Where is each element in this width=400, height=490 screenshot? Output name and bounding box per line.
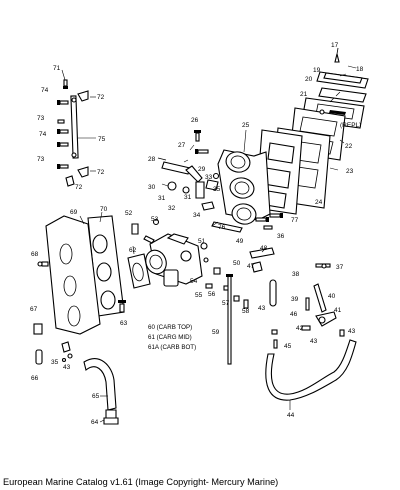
part-number-labels: 17 18 19 20 21 (REPL) 22 23 24 25 26 27 … — [30, 42, 364, 426]
label-59: 59 — [212, 329, 220, 336]
label-39: 39 — [291, 296, 299, 303]
label-30: 30 — [148, 184, 156, 191]
hose-assembly — [83, 358, 119, 425]
reed-plate-assembly — [255, 47, 369, 215]
label-52: 52 — [125, 210, 133, 217]
label-29: 29 — [198, 166, 206, 173]
label-57: 57 — [222, 300, 230, 307]
label-73a: 73 — [37, 115, 45, 122]
label-19: 19 — [313, 67, 321, 74]
label-41: 41 — [334, 307, 342, 314]
label-23: 23 — [346, 168, 354, 175]
label-72b: 72 — [97, 169, 105, 176]
lower-left-fittings — [35, 341, 73, 365]
note-carb-top: 60 (CARB TOP) — [148, 324, 192, 331]
label-repl: (REPL) — [340, 122, 361, 129]
label-74a: 74 — [41, 87, 49, 94]
label-34: 34 — [193, 212, 201, 219]
image-caption: European Marine Catalog v1.61 (Image Cop… — [3, 477, 279, 487]
label-27: 27 — [178, 142, 186, 149]
label-66: 66 — [31, 375, 39, 382]
label-67: 67 — [30, 306, 38, 313]
label-63: 63 — [120, 320, 128, 327]
label-18: 18 — [356, 66, 364, 73]
label-28: 28 — [148, 156, 156, 163]
throttle-linkage-parts — [200, 221, 275, 273]
carb-mounting-hardware — [205, 267, 249, 365]
label-76: 76 — [218, 224, 226, 231]
label-54: 54 — [190, 278, 198, 285]
label-73b: 73 — [37, 156, 45, 163]
label-21: 21 — [300, 91, 308, 98]
note-carb-mid: 61 (CARG MID) — [148, 334, 192, 341]
label-62: 62 — [129, 247, 137, 254]
label-53: 53 — [151, 216, 159, 223]
note-carb-bot: 61A (CARB BOT) — [148, 344, 196, 351]
adaptor-plate-assembly — [33, 211, 151, 335]
label-22: 22 — [345, 143, 353, 150]
exploded-parts-diagram: 17 18 19 20 21 (REPL) 22 23 24 25 26 27 … — [30, 42, 369, 426]
label-40: 40 — [328, 293, 336, 300]
label-31a: 31 — [158, 195, 166, 202]
label-50: 50 — [233, 260, 241, 267]
label-69: 69 — [70, 209, 78, 216]
label-48: 48 — [260, 245, 268, 252]
label-72a: 72 — [97, 94, 105, 101]
label-43a: 43 — [258, 305, 266, 312]
label-58: 58 — [242, 308, 250, 315]
label-43d: 43 — [63, 364, 71, 371]
label-26: 26 — [191, 117, 199, 124]
label-25: 25 — [242, 122, 250, 129]
linkage-bar-assembly — [57, 69, 96, 187]
label-65: 65 — [92, 393, 100, 400]
label-44: 44 — [287, 412, 295, 419]
label-68: 68 — [31, 251, 39, 258]
label-31b: 31 — [184, 194, 192, 201]
label-70: 70 — [100, 206, 108, 213]
label-45: 45 — [284, 343, 292, 350]
label-32: 32 — [168, 205, 176, 212]
label-71: 71 — [53, 65, 61, 72]
carburetor-assembly — [131, 218, 203, 287]
label-33: 33 — [205, 174, 213, 181]
label-75: 75 — [98, 136, 106, 143]
carburetor-notes: 60 (CARB TOP) 61 (CARG MID) 61A (CARB BO… — [148, 324, 196, 351]
fuel-tube — [265, 339, 357, 410]
right-linkage-parts — [269, 263, 345, 349]
label-43b: 43 — [348, 328, 356, 335]
label-51: 51 — [198, 238, 206, 245]
label-35a: 35 — [213, 186, 221, 193]
label-35b: 35 — [51, 359, 59, 366]
center-manifold-assembly — [157, 129, 283, 230]
label-37: 37 — [336, 264, 344, 271]
label-46: 46 — [290, 311, 298, 318]
label-17: 17 — [331, 42, 339, 49]
label-47: 47 — [247, 263, 255, 270]
label-64: 64 — [91, 419, 99, 426]
label-72c: 72 — [75, 184, 83, 191]
label-56: 56 — [208, 291, 216, 298]
label-36: 36 — [277, 233, 285, 240]
label-77: 77 — [291, 217, 299, 224]
label-20: 20 — [305, 76, 313, 83]
label-38: 38 — [292, 271, 300, 278]
label-74b: 74 — [39, 131, 47, 138]
label-43c: 43 — [310, 338, 318, 345]
label-55: 55 — [195, 292, 203, 299]
label-24: 24 — [315, 199, 323, 206]
label-49: 49 — [236, 238, 244, 245]
label-42: 42 — [296, 325, 304, 332]
